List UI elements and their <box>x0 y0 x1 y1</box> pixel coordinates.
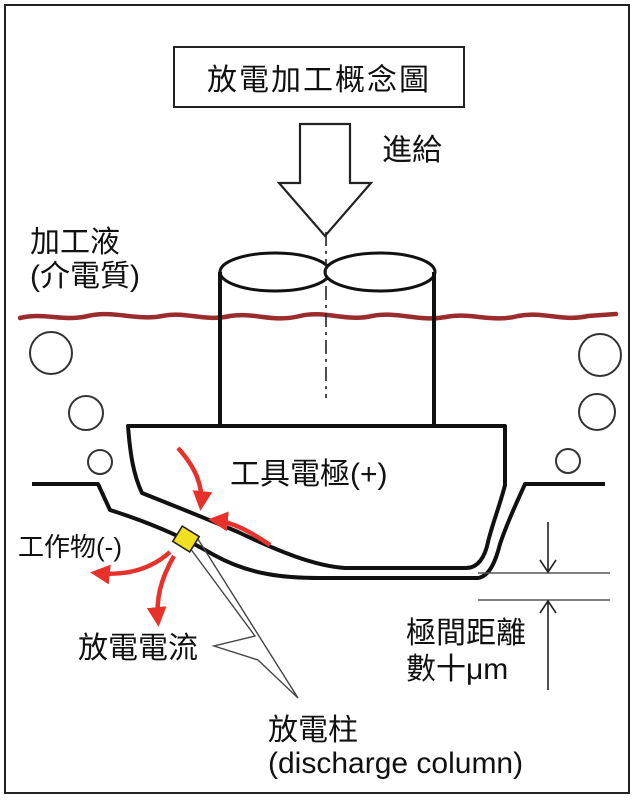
workpiece-label: 工作物(-) <box>18 532 122 562</box>
spark-icon <box>171 524 201 554</box>
diagram-title: 放電加工概念圖 <box>173 46 465 108</box>
bubble-right-2 <box>578 393 616 431</box>
bubble-right-3 <box>555 448 581 474</box>
bubble-right-1 <box>578 333 622 377</box>
discharge-column-leader <box>189 535 299 699</box>
current-arrow-icon <box>90 550 172 585</box>
electrode-label: 工具電極(+) <box>230 458 388 491</box>
gap-label: 極間距離 數十μm <box>406 616 526 688</box>
gap-label-line2: 數十μm <box>406 653 509 686</box>
electrode-body <box>126 424 507 570</box>
electrode-shaft <box>218 272 436 430</box>
gap-dim-lower-tip <box>539 599 557 614</box>
bubble-left-3 <box>87 449 113 475</box>
discharge-column-line1: 放電柱 <box>268 714 358 747</box>
feed-label: 進給 <box>382 134 442 167</box>
electrode-top-left <box>218 251 332 293</box>
discharge-column-label: 放電柱 (discharge column) <box>268 714 523 780</box>
fluid-label-line2: (介電質) <box>30 259 140 293</box>
fluid-label: 加工液 (介電質) <box>30 226 140 293</box>
discharge-current-label: 放電電流 <box>78 632 198 665</box>
current-arrow-icon <box>176 446 213 511</box>
workpiece-outline <box>32 482 605 580</box>
discharge-column-line2: (discharge column) <box>268 747 524 780</box>
current-arrow-icon <box>146 554 176 627</box>
gap-label-line1: 極間距離 <box>406 617 526 650</box>
electrode-top-right <box>323 251 437 293</box>
gap-dim-upper-tip <box>539 559 557 574</box>
fluid-surface-line <box>17 311 619 321</box>
bubble-left-1 <box>29 331 73 375</box>
current-arrow-icon <box>208 511 272 547</box>
feed-arrow-icon <box>276 122 374 238</box>
fluid-label-line1: 加工液 <box>30 226 120 259</box>
bubble-left-2 <box>68 395 104 431</box>
